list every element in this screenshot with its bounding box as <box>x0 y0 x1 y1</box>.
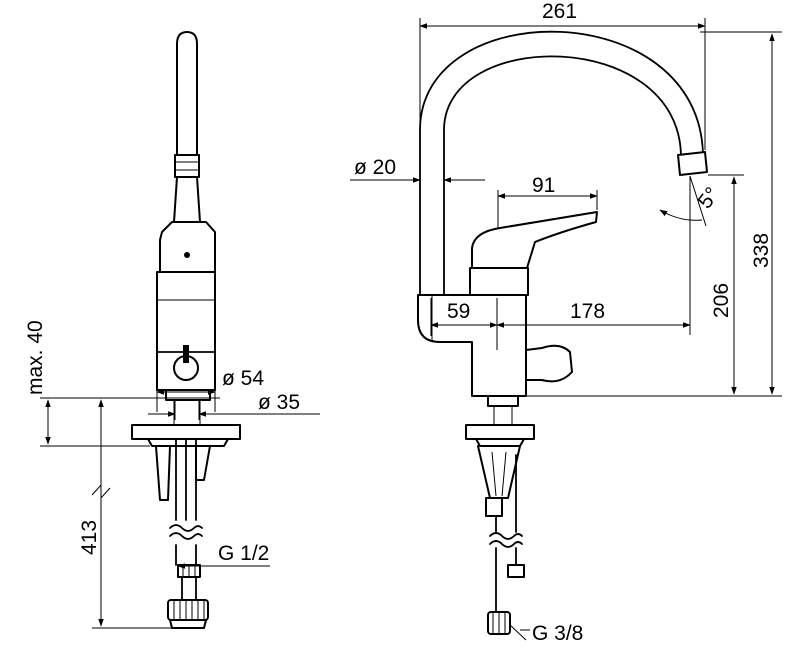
front-fitting-right <box>507 564 525 578</box>
front-knob <box>525 344 573 383</box>
label-reach: 261 <box>542 0 577 23</box>
label-thread-left: G 1/2 <box>218 542 269 565</box>
label-max-deck-thickness: max. 40 <box>24 320 47 395</box>
label-total-height: 338 <box>750 233 773 268</box>
front-aerator <box>677 151 708 176</box>
front-body <box>417 294 527 397</box>
side-dimensions <box>40 389 320 629</box>
label-flange-diameter: ø 54 <box>222 367 264 390</box>
front-lever <box>471 211 598 269</box>
label-hose-length: 413 <box>78 520 101 555</box>
front-mounting-plate <box>465 424 535 440</box>
front-dimensions <box>350 18 782 641</box>
label-thread-right: G 3/8 <box>532 622 583 645</box>
side-mounting-plate <box>131 424 241 440</box>
side-view <box>131 31 241 629</box>
label-body-offset: 59 <box>447 300 470 323</box>
side-spout-neck <box>173 176 201 223</box>
side-lever-housing <box>159 221 216 273</box>
label-lever-length: 91 <box>532 174 555 197</box>
front-spout-inner <box>443 55 682 296</box>
dimension-labels: 261 ø 20 91 5° 338 206 59 178 max. 40 ø … <box>24 0 773 645</box>
label-swivel-angle: 5° <box>694 183 724 213</box>
label-outlet-distance: 178 <box>570 300 605 323</box>
side-spout-ring <box>174 154 200 178</box>
label-spout-diameter: ø 20 <box>354 156 396 179</box>
front-view <box>417 30 708 635</box>
front-clamp <box>477 445 521 499</box>
label-hole-diameter: ø 35 <box>258 391 300 414</box>
label-spout-height: 206 <box>710 283 733 318</box>
side-clamp <box>155 445 171 501</box>
side-spout <box>176 31 198 156</box>
front-spout-outer <box>419 30 704 296</box>
